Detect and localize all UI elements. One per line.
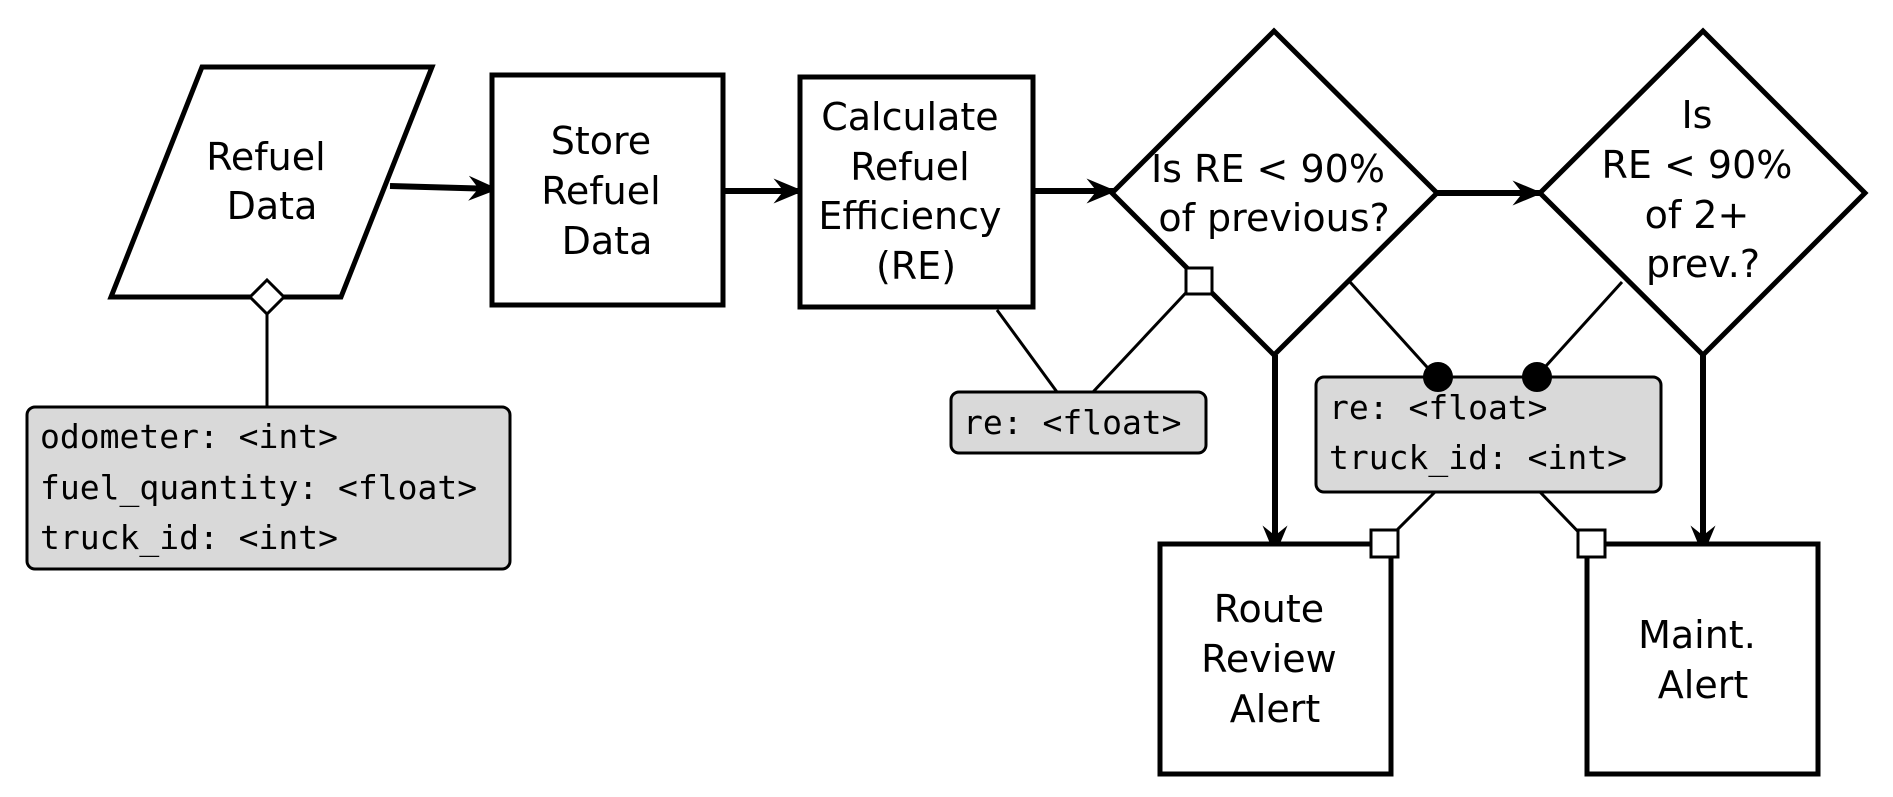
link-decision1-to-alert-fields — [1348, 280, 1438, 379]
link-decision2-to-alert-fields — [1534, 280, 1624, 379]
alert-fields-box: re: <float> truck_id: <int> — [1314, 375, 1663, 494]
maint-alert-label: Maint. Alert — [1638, 613, 1768, 707]
square-port-route-alert — [1369, 528, 1400, 559]
store-refuel-data-label: Store Refuel Data — [541, 119, 673, 263]
decision-previous-node: Is RE < 90% of previous? — [1108, 27, 1441, 359]
refuel-data-node: Refuel Data — [107, 64, 436, 300]
refuel-fields-box: odometer: <int> fuel_quantity: <float> t… — [25, 405, 512, 571]
solid-port-decision2 — [1522, 362, 1552, 392]
refuel-data-label: Refuel Data — [206, 135, 338, 228]
maint-alert-node: Maint. Alert — [1584, 541, 1821, 777]
route-review-alert-node: Route Review Alert — [1157, 541, 1394, 777]
square-port-maint-alert — [1576, 528, 1607, 559]
route-review-alert-label: Route Review Alert — [1201, 587, 1349, 731]
square-port-decision1 — [1184, 266, 1214, 296]
calculate-re-node: Calculate Refuel Efficiency (RE) — [797, 74, 1036, 310]
decision-two-plus-label: Is RE < 90% of 2+ prev.? — [1602, 93, 1805, 286]
refuel-fields-text: odometer: <int> fuel_quantity: <float> t… — [40, 417, 497, 558]
link-decision-to-re-field — [1091, 280, 1198, 394]
solid-port-decision1 — [1423, 362, 1453, 392]
diamond-port-refuel-data — [247, 277, 287, 317]
flow-arrow-refuel-to-store — [389, 175, 499, 201]
link-calc-to-re-field — [995, 309, 1059, 393]
re-field-box: re: <float> — [949, 390, 1208, 455]
re-field-text: re: <float> — [963, 403, 1182, 442]
calculate-re-label: Calculate Refuel Efficiency (RE) — [818, 95, 1013, 288]
decision-previous-label: Is RE < 90% of previous? — [1151, 147, 1397, 240]
alert-fields-text: re: <float> truck_id: <int> — [1329, 388, 1627, 478]
decision-two-plus-node: Is RE < 90% of 2+ prev.? — [1536, 27, 1869, 359]
store-refuel-data-node: Store Refuel Data — [489, 72, 726, 308]
